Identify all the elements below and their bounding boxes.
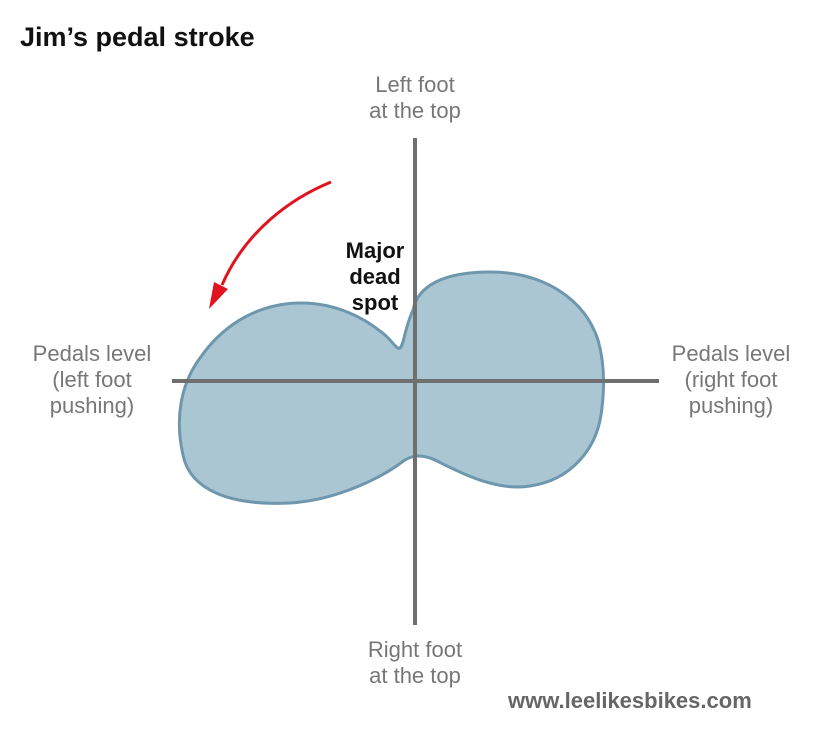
- site-credit: www.leelikesbikes.com: [508, 688, 752, 713]
- label-right-foot-top: Right foot at the top: [367, 637, 463, 688]
- pedal-force-shape: [177, 270, 606, 505]
- rotation-arrowhead: [209, 282, 228, 309]
- page-title: Jim’s pedal stroke: [20, 22, 255, 52]
- rotation-arrow: [220, 180, 332, 286]
- label-left-foot-top: Left foot at the top: [369, 72, 461, 123]
- dead-spot-annotation: Major dead spot: [345, 238, 405, 315]
- label-pedals-level-right: Pedals level (right foot pushing): [671, 341, 791, 418]
- label-pedals-level-left: Pedals level (left foot pushing): [32, 341, 152, 418]
